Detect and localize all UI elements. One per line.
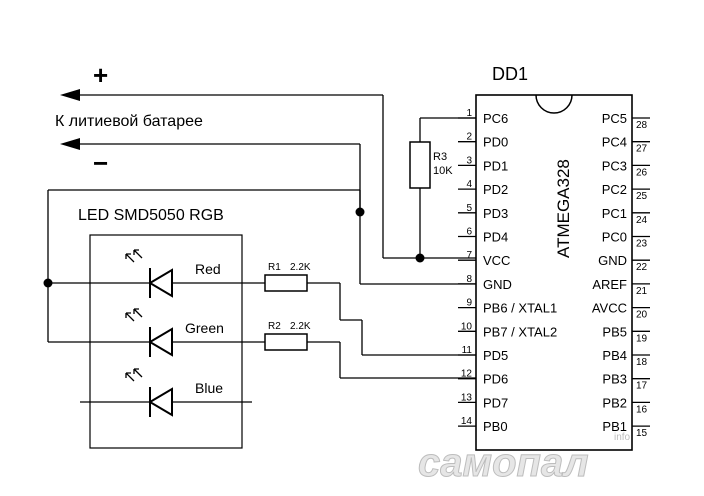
led-title: LED SMD5050 RGB	[78, 207, 224, 224]
led-red-label: Red	[195, 261, 221, 277]
chip-pin-label: PC3	[602, 158, 627, 173]
chip-pin-label: PB5	[602, 324, 627, 339]
r1-value: 2.2K	[290, 262, 311, 273]
battery-plus-sign: +	[93, 60, 108, 90]
resistor-r2	[264, 333, 476, 379]
chip-pin-label: PD3	[483, 206, 508, 221]
chip-pin-number: 18	[636, 357, 648, 368]
chip-pin-number: 3	[466, 155, 472, 166]
chip-pin-number: 21	[636, 286, 648, 297]
led-common-junction	[43, 278, 53, 288]
chip-right-pins: 28 PC5 27 PC4 26 PC3 25 PC2 24 PC1 23 PC0 22 GND 21 ARE…	[592, 111, 650, 439]
chip-pin-number: 5	[466, 203, 472, 214]
chip-pin-number: 27	[636, 144, 648, 155]
chip-left-pins: 1 PC6 2 PD0 3 PD1 4 PD2 5 PD3 6 PD4 7 VCC 8 GND 9 PB6 / X…	[458, 108, 557, 434]
chip-pin-number: 10	[461, 321, 473, 332]
battery-plus-wire	[60, 89, 384, 258]
led-green-diode-icon	[125, 308, 265, 357]
chip-pin-number: 6	[466, 227, 472, 238]
chip-pin-label: AVCC	[592, 301, 627, 316]
chip-pin-label: PB6 / XTAL1	[483, 301, 557, 316]
chip-pin-label: PC1	[602, 206, 627, 221]
chip-pin-number: 12	[461, 369, 473, 380]
chip-pin-number: 8	[466, 274, 472, 285]
chip-pin-label: PD4	[483, 230, 508, 245]
chip-pin-label: PD5	[483, 348, 508, 363]
chip-pin-label: PC5	[602, 111, 627, 126]
chip-pin-label: PD6	[483, 372, 508, 387]
chip-ref: DD1	[492, 64, 528, 84]
chip-pin-label: PD7	[483, 395, 508, 410]
resistor-r1	[264, 274, 476, 356]
chip-pin-label: PC4	[602, 135, 627, 150]
chip-pin-number: 20	[636, 310, 648, 321]
led-red-diode-icon	[125, 249, 265, 298]
chip-pin-label: PB2	[602, 395, 627, 410]
chip-pin-label: PC2	[602, 182, 627, 197]
chip-pin-label: PB7 / XTAL2	[483, 324, 557, 339]
r1-ref: R1	[268, 262, 281, 273]
r3-value: 10K	[433, 165, 453, 177]
chip-name: ATMEGA328	[554, 159, 573, 258]
chip-pin-number: 19	[636, 333, 648, 344]
chip-pin-number: 2	[466, 132, 472, 143]
chip-pin-label: PD0	[483, 135, 508, 150]
chip-pin-label: PD1	[483, 158, 508, 173]
led-blue-diode-icon	[125, 368, 252, 417]
chip-pin-number: 16	[636, 404, 648, 415]
chip-pin-label: PC6	[483, 111, 508, 126]
chip-pin-number: 11	[462, 345, 473, 356]
chip-pin-number: 23	[636, 239, 648, 250]
chip-pin-number: 17	[636, 381, 648, 392]
chip-pin-number: 28	[636, 120, 648, 131]
chip-pin-label: GND	[483, 277, 512, 292]
battery-minus-sign: −	[93, 148, 108, 178]
chip-pin-label: VCC	[483, 253, 510, 268]
led-common-wire	[47, 189, 361, 403]
chip-pin-label: PD2	[483, 182, 508, 197]
chip-pin-label: PB1	[602, 419, 627, 434]
chip-pin-number: 24	[636, 215, 648, 226]
r3-ref: R3	[433, 151, 447, 163]
r2-ref: R2	[268, 321, 281, 332]
chip-pin-number: 15	[636, 428, 648, 439]
battery-label: К литиевой батарее	[55, 113, 203, 130]
chip-pin-label: PB0	[483, 419, 508, 434]
chip-pin-label: AREF	[592, 277, 627, 292]
chip-pin-number: 13	[461, 392, 473, 403]
chip-pin-label: PB3	[602, 372, 627, 387]
chip-pin-number: 7	[466, 250, 472, 261]
r2-value: 2.2K	[290, 321, 311, 332]
chip-pin-label: PC0	[602, 230, 627, 245]
led-green-label: Green	[185, 320, 224, 336]
chip-pin-number: 4	[466, 179, 472, 190]
chip-pin-label: GND	[598, 253, 627, 268]
chip-pin-number: 9	[466, 298, 472, 309]
chip-body	[475, 94, 633, 451]
chip-pin-number: 25	[636, 191, 648, 202]
chip-pin-number: 1	[466, 108, 472, 119]
resistor-r3	[409, 117, 476, 258]
led-blue-label: Blue	[195, 380, 223, 396]
chip-pin-label: PB4	[602, 348, 627, 363]
chip-pin-number: 14	[461, 416, 473, 427]
chip-pin-number: 26	[636, 167, 648, 178]
watermark-suffix: info	[614, 432, 631, 443]
watermark-logo: самопал	[418, 441, 589, 485]
chip-notch-icon	[535, 94, 573, 114]
chip-pin-number: 22	[636, 262, 648, 273]
